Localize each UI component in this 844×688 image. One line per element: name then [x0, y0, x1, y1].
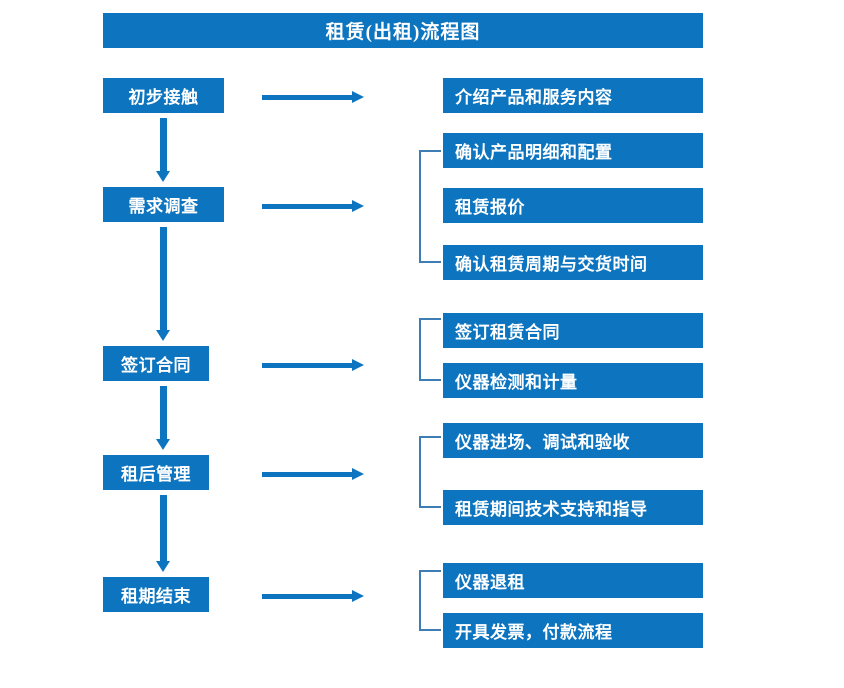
diagram-title: 租赁(出租)流程图 [103, 13, 703, 48]
group-bracket-5 [419, 570, 441, 631]
detail-box-租赁报价[interactable]: 租赁报价 [443, 188, 703, 223]
group-bracket-3 [419, 318, 441, 381]
detail-box-仪器检测和计量[interactable]: 仪器检测和计量 [443, 363, 703, 398]
stage-box-初步接触[interactable]: 初步接触 [103, 78, 224, 113]
detail-box-签订租赁合同[interactable]: 签订租赁合同 [443, 313, 703, 348]
stage-box-需求调查[interactable]: 需求调查 [103, 187, 224, 222]
detail-box-仪器退租[interactable]: 仪器退租 [443, 563, 703, 598]
stage-box-签订合同[interactable]: 签订合同 [103, 346, 209, 381]
group-bracket-2 [419, 150, 441, 263]
detail-box-确认租赁周期与交货时间[interactable]: 确认租赁周期与交货时间 [443, 245, 703, 280]
group-bracket-4 [419, 436, 441, 508]
detail-box-租赁期间技术支持和指导[interactable]: 租赁期间技术支持和指导 [443, 490, 703, 525]
detail-box-介绍产品和服务内容[interactable]: 介绍产品和服务内容 [443, 78, 703, 113]
stage-box-租后管理[interactable]: 租后管理 [103, 455, 209, 490]
stage-box-租期结束[interactable]: 租期结束 [103, 577, 209, 612]
detail-box-开具发票付款流程[interactable]: 开具发票，付款流程 [443, 613, 703, 648]
detail-box-仪器进场调试和验收[interactable]: 仪器进场、调试和验收 [443, 423, 703, 458]
detail-box-确认产品明细和配置[interactable]: 确认产品明细和配置 [443, 133, 703, 168]
